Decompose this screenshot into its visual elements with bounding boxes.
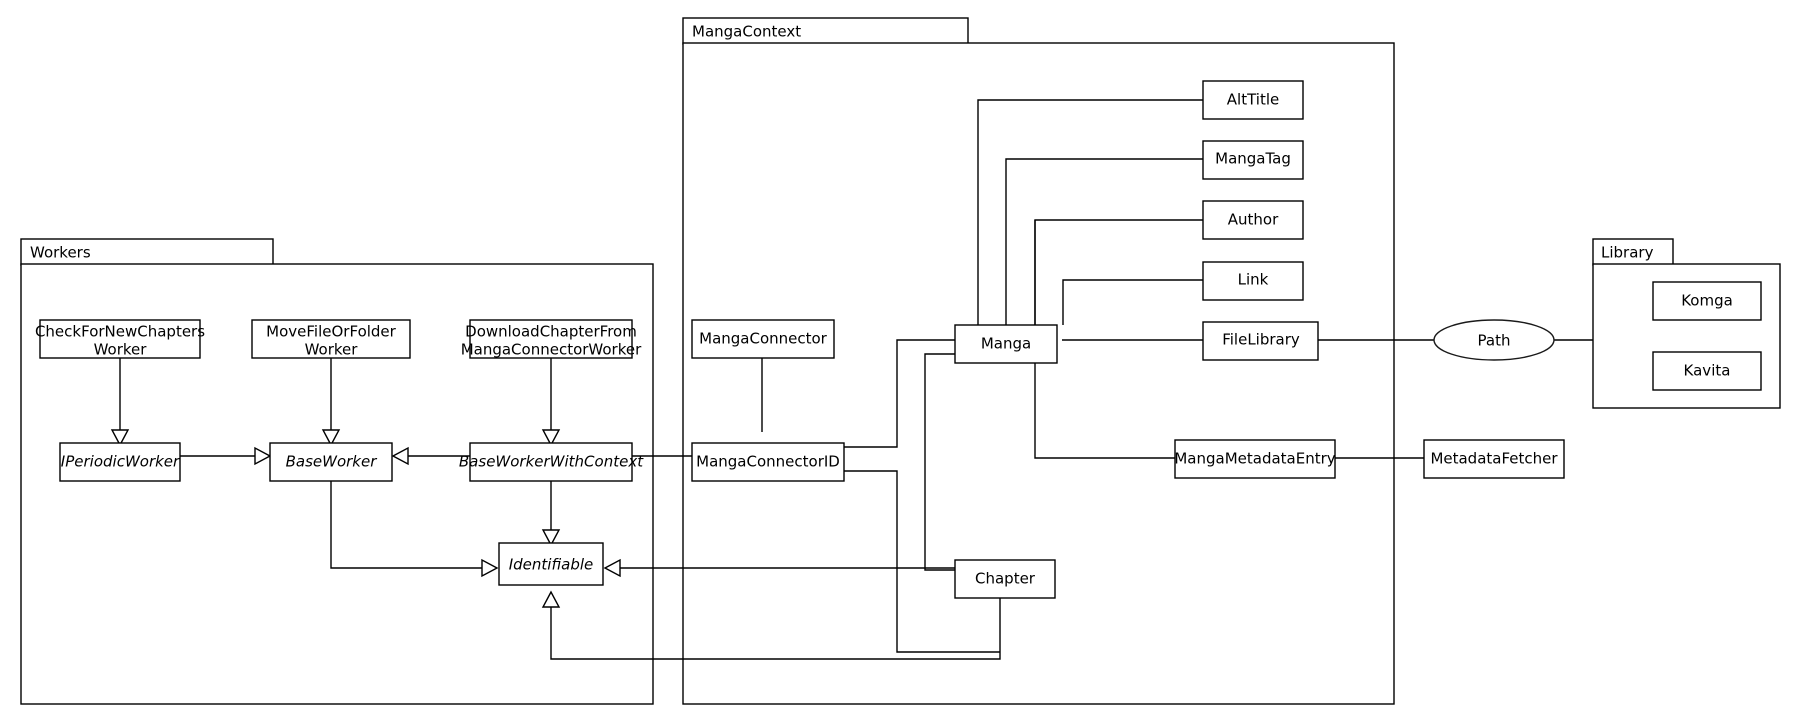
inherit-arrow-identifiable-bottom [541, 590, 561, 608]
class-chapter[interactable]: Chapter [954, 559, 1056, 599]
inherit-arrow-baseworker-left [254, 446, 272, 466]
edges-layer [110, 99, 1593, 660]
class-kavita[interactable]: Kavita [1652, 351, 1762, 391]
class-metadatafetcher-label: MetadataFetcher [1430, 450, 1558, 468]
inherit-arrow-baseworker-top [321, 429, 341, 447]
class-check-for-new-chapters-worker-line2: Worker [94, 341, 148, 359]
class-identifiable[interactable]: Identifiable [498, 542, 604, 586]
class-download-chapter-worker-line1: DownloadChapterFrom [465, 323, 637, 341]
edge-manga-to-link [1062, 279, 1203, 325]
class-alttitle[interactable]: AltTitle [1202, 80, 1304, 120]
class-move-file-or-folder-worker-line2: Worker [305, 341, 359, 359]
edge-manga-to-chapter [924, 353, 955, 571]
class-filelibrary-label: FileLibrary [1222, 331, 1300, 349]
class-author-label: Author [1228, 211, 1279, 229]
package-workers-tab [20, 238, 274, 266]
edge-mangaconnectorid-to-manga [843, 339, 955, 448]
class-check-for-new-chapters-worker[interactable]: CheckForNewChapters Worker [35, 319, 205, 359]
class-baseworker-label: BaseWorker [286, 453, 378, 471]
node-path-label: Path [1478, 332, 1511, 350]
edge-manga-to-alttitle [977, 99, 1203, 325]
class-kavita-label: Kavita [1684, 362, 1731, 380]
class-identifiable-label: Identifiable [509, 556, 594, 574]
inherit-arrow-identifiable-top [541, 529, 561, 547]
class-mangatag-label: MangaTag [1215, 150, 1291, 168]
class-komga[interactable]: Komga [1652, 281, 1762, 321]
class-move-file-or-folder-worker[interactable]: MoveFileOrFolder Worker [251, 319, 411, 359]
edge-manga-to-mangatag [1005, 158, 1203, 325]
package-workers-label: Workers [30, 244, 91, 262]
edge-mangaconnectorid-to-chapter [843, 470, 1000, 653]
class-mangaconnectorid[interactable]: MangaConnectorID [691, 442, 845, 482]
class-manga-label: Manga [981, 335, 1031, 353]
class-author[interactable]: Author [1202, 200, 1304, 240]
class-baseworkerwithcontext-label: BaseWorkerWithContext [459, 453, 644, 471]
class-filelibrary[interactable]: FileLibrary [1202, 321, 1319, 361]
class-mangametadataentry-label: MangaMetadataEntry [1174, 450, 1335, 468]
class-baseworkerwithcontext[interactable]: BaseWorkerWithContext [459, 442, 644, 482]
edge-chapter-bottom-to-identifiable-bottom [550, 594, 1001, 660]
path-ellipse [1433, 319, 1555, 361]
class-mangaconnector[interactable]: MangaConnector [691, 319, 835, 359]
class-mangatag[interactable]: MangaTag [1202, 140, 1304, 180]
inherit-arrow-baseworker-right [391, 446, 409, 466]
class-link-label: Link [1238, 271, 1269, 289]
inherit-arrow-identifiable-left [481, 558, 499, 578]
class-move-file-or-folder-worker-line1: MoveFileOrFolder [266, 323, 396, 341]
package-mangacontext-label: MangaContext [692, 23, 801, 41]
class-baseworker[interactable]: BaseWorker [269, 442, 393, 482]
class-link[interactable]: Link [1202, 261, 1304, 301]
class-metadatafetcher[interactable]: MetadataFetcher [1423, 439, 1565, 479]
class-download-chapter-worker-line2: MangaConnectorWorker [461, 341, 642, 359]
class-check-for-new-chapters-worker-line1: CheckForNewChapters [35, 323, 205, 341]
class-alttitle-label: AltTitle [1227, 91, 1279, 109]
class-mangametadataentry[interactable]: MangaMetadataEntry [1174, 439, 1336, 479]
class-mangaconnector-label: MangaConnector [699, 330, 828, 348]
class-iperiodicworker[interactable]: IPeriodicWorker [59, 442, 181, 482]
node-path[interactable]: Path [1433, 319, 1555, 361]
inherit-arrow-identifiable-right [603, 558, 621, 578]
class-download-chapter-from-manga-connector-worker[interactable]: DownloadChapterFrom MangaConnectorWorker [461, 319, 642, 359]
inherit-arrow-baseworkerwithcontext-top [541, 429, 561, 447]
edge-manga-to-mangametadataentry [1034, 220, 1175, 459]
class-komga-label: Komga [1681, 292, 1733, 310]
package-library-label: Library [1601, 244, 1654, 262]
class-chapter-label: Chapter [975, 570, 1036, 588]
class-mangaconnectorid-label: MangaConnectorID [696, 453, 840, 471]
edge-baseworker-to-identifiable [330, 480, 483, 569]
class-manga[interactable]: Manga [954, 324, 1058, 364]
inherit-arrow-iperiodicworker [110, 429, 130, 447]
class-iperiodicworker-label: IPeriodicWorker [61, 453, 180, 471]
package-mangacontext-tab [682, 17, 969, 45]
